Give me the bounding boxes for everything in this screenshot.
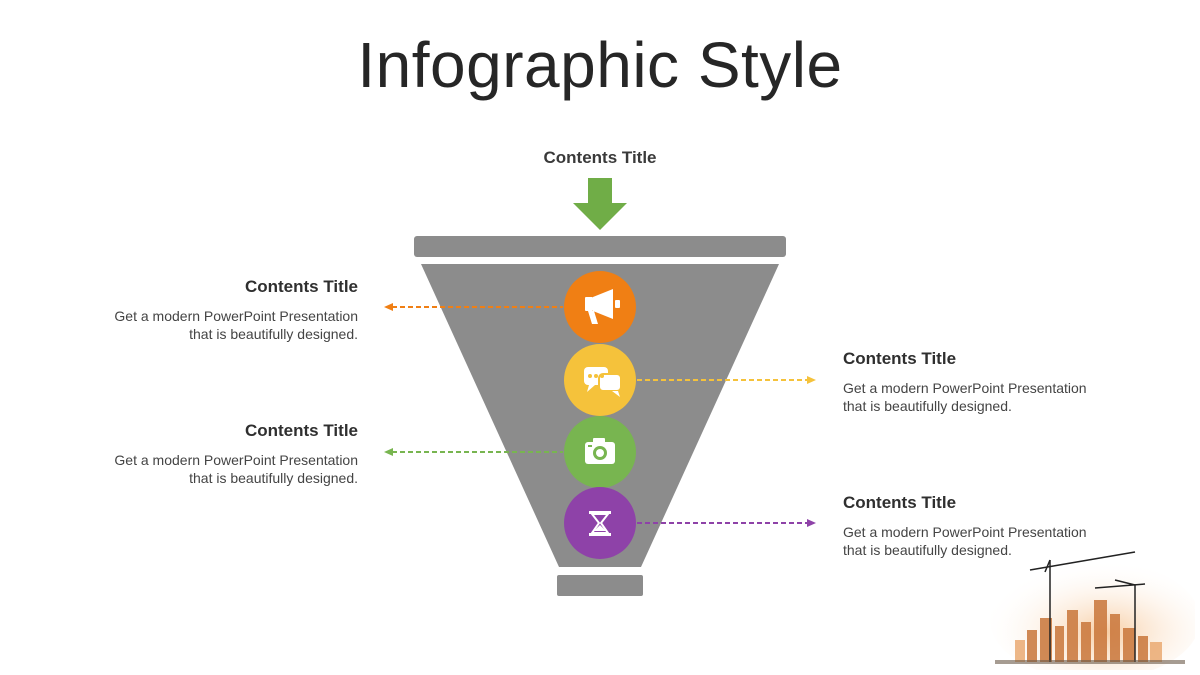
connector-purple <box>637 519 816 527</box>
stage-3-desc-line1: Get a modern PowerPoint Presentation <box>114 452 358 468</box>
stage-4-text: Contents Title Get a modern PowerPoint P… <box>843 493 1133 559</box>
connector-green <box>384 448 563 456</box>
chat-bubbles-icon <box>584 367 622 397</box>
stage-1-text: Contents Title Get a modern PowerPoint P… <box>68 277 358 343</box>
stage-1-desc-line1: Get a modern PowerPoint Presentation <box>114 308 358 324</box>
hourglass-icon <box>589 511 611 536</box>
stage-2-title: Contents Title <box>843 349 957 368</box>
stage-4-desc-line1: Get a modern PowerPoint Presentation <box>843 524 1087 540</box>
stage-1-desc-line2: that is beautifully designed. <box>189 326 358 342</box>
stage-1-title: Contents Title <box>244 277 358 296</box>
stage-2-desc-line2: that is beautifully designed. <box>843 398 1012 414</box>
slide-title: Infographic Style <box>357 29 843 101</box>
stage-2-desc-line1: Get a modern PowerPoint Presentation <box>843 380 1087 396</box>
stage-3-title: Contents Title <box>244 421 358 440</box>
input-arrow <box>573 178 627 230</box>
connector-yellow <box>637 376 816 384</box>
stage-3-desc-line2: that is beautifully designed. <box>189 470 358 486</box>
construction-skyline-image <box>990 551 1195 670</box>
stage-4-desc-line2: that is beautifully designed. <box>843 542 1012 558</box>
stage-3-text: Contents Title Get a modern PowerPoint P… <box>68 421 358 487</box>
megaphone-icon <box>585 289 620 324</box>
funnel-input-label: Contents Title <box>543 148 657 167</box>
funnel-spout <box>557 575 643 596</box>
funnel-rim <box>414 236 786 257</box>
connector-orange <box>384 303 563 311</box>
stage-4-title: Contents Title <box>843 493 957 512</box>
stage-2-text: Contents Title Get a modern PowerPoint P… <box>843 349 1133 415</box>
camera-icon <box>585 438 615 464</box>
